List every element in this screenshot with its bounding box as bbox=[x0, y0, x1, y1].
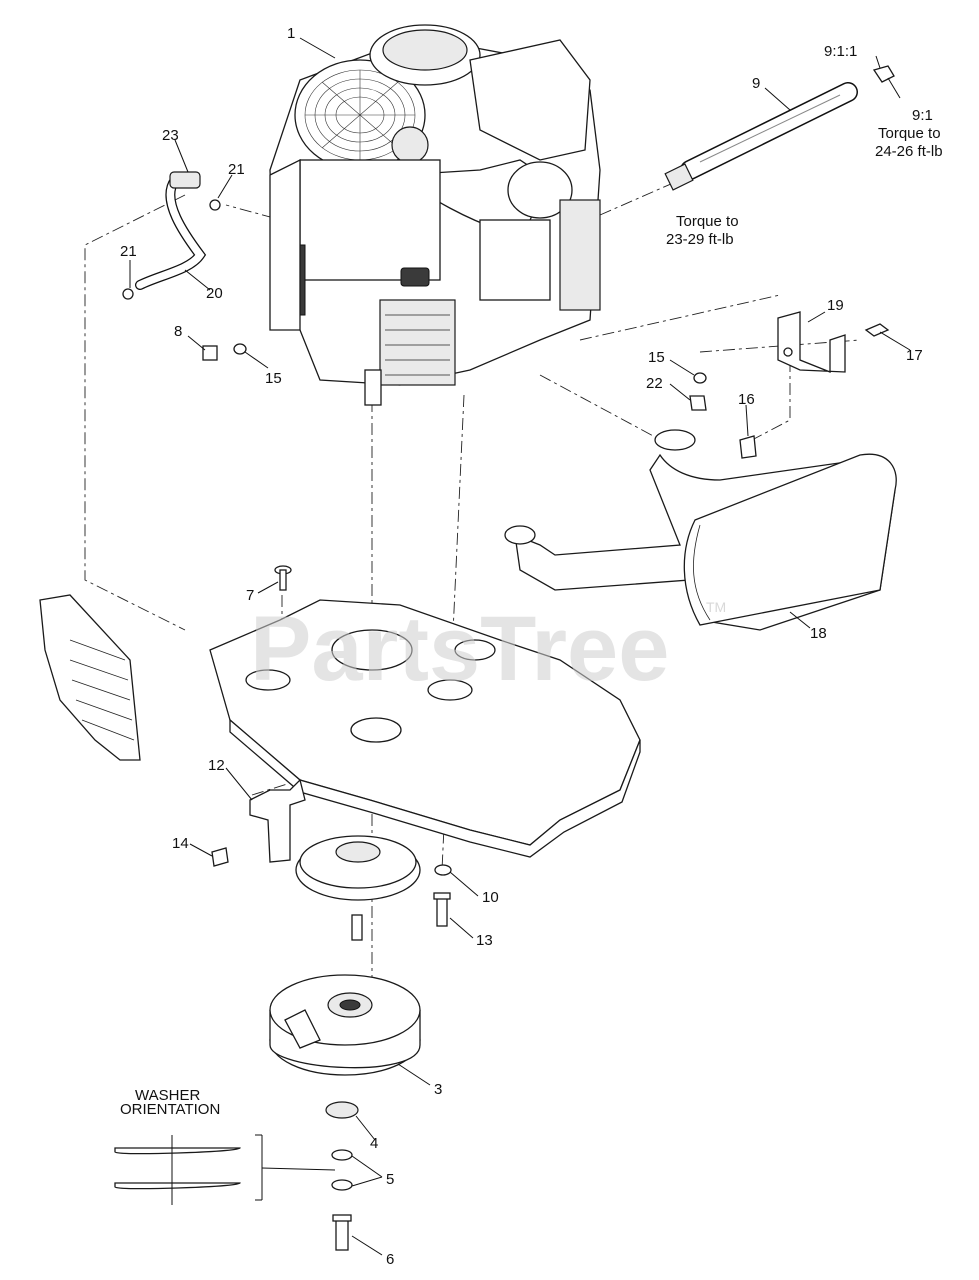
watermark-trademark: TM bbox=[706, 599, 726, 615]
engine-icon[interactable] bbox=[269, 24, 601, 406]
notes: Torque to 24-26 ft-lb Torque to 23-29 ft… bbox=[120, 125, 943, 1118]
callout-9[interactable]: 9 bbox=[752, 75, 760, 92]
callout-15-right[interactable]: 15 bbox=[648, 349, 665, 366]
pin-icon[interactable] bbox=[274, 565, 292, 591]
torque-9-1-line1: Torque to bbox=[878, 125, 941, 142]
callout-8[interactable]: 8 bbox=[174, 323, 182, 340]
callout-6[interactable]: 6 bbox=[386, 1251, 394, 1268]
muffler-icon[interactable] bbox=[504, 429, 897, 631]
torque-9-1-line2: 24-26 ft-lb bbox=[875, 143, 943, 160]
callout-18[interactable]: 18 bbox=[810, 625, 827, 642]
callout-10[interactable]: 10 bbox=[482, 889, 499, 906]
pulley-icon[interactable] bbox=[295, 835, 421, 941]
bracket-icon[interactable] bbox=[689, 311, 890, 459]
callout-23[interactable]: 23 bbox=[162, 127, 179, 144]
callout-3[interactable]: 3 bbox=[434, 1081, 442, 1098]
engine-deck-plate-icon bbox=[209, 599, 641, 858]
callout-16[interactable]: 16 bbox=[738, 391, 755, 408]
callout-4[interactable]: 4 bbox=[370, 1135, 378, 1152]
watermark-brand: PartsTree bbox=[250, 598, 669, 700]
callout-1[interactable]: 1 bbox=[287, 25, 295, 42]
callout-15-left[interactable]: 15 bbox=[265, 370, 282, 387]
callout-13[interactable]: 13 bbox=[476, 932, 493, 949]
washer-bolt-icon[interactable] bbox=[433, 864, 452, 927]
fuel-line-icon[interactable] bbox=[664, 65, 895, 191]
callout-19[interactable]: 19 bbox=[827, 297, 844, 314]
callout-5[interactable]: 5 bbox=[386, 1171, 394, 1188]
torque-9-line1: Torque to bbox=[676, 213, 739, 230]
washer-orientation-line2: ORIENTATION bbox=[120, 1101, 220, 1118]
callout-9-1[interactable]: 9:1 bbox=[912, 107, 933, 124]
callout-12[interactable]: 12 bbox=[208, 757, 225, 774]
bracket-12-icon[interactable] bbox=[211, 778, 306, 867]
callout-14[interactable]: 14 bbox=[172, 835, 189, 852]
callout-21-top[interactable]: 21 bbox=[228, 161, 245, 178]
callout-17[interactable]: 17 bbox=[906, 347, 923, 364]
callout-21-bottom[interactable]: 21 bbox=[120, 243, 137, 260]
shield-icon[interactable] bbox=[39, 594, 141, 761]
callout-22[interactable]: 22 bbox=[646, 375, 663, 392]
callout-20[interactable]: 20 bbox=[206, 285, 223, 302]
watermark: PartsTree TM bbox=[250, 598, 726, 700]
electric-clutch-icon[interactable] bbox=[269, 974, 421, 1076]
washer-orientation-line1: WASHER bbox=[135, 1087, 200, 1104]
bolt-icon[interactable] bbox=[202, 343, 247, 361]
leader-lines bbox=[129, 37, 911, 1256]
oil-drain-hose-icon[interactable] bbox=[122, 171, 221, 300]
washer-orientation-detail bbox=[114, 1134, 336, 1205]
callout-9-1-1[interactable]: 9:1:1 bbox=[824, 43, 857, 60]
washer-stack-icon[interactable] bbox=[325, 1101, 359, 1251]
callouts: 1 23 21 21 20 8 15 9 9:1:1 9:1 19 17 15 … bbox=[120, 25, 933, 1268]
callout-7[interactable]: 7 bbox=[246, 587, 254, 604]
torque-9-line2: 23-29 ft-lb bbox=[666, 231, 734, 248]
